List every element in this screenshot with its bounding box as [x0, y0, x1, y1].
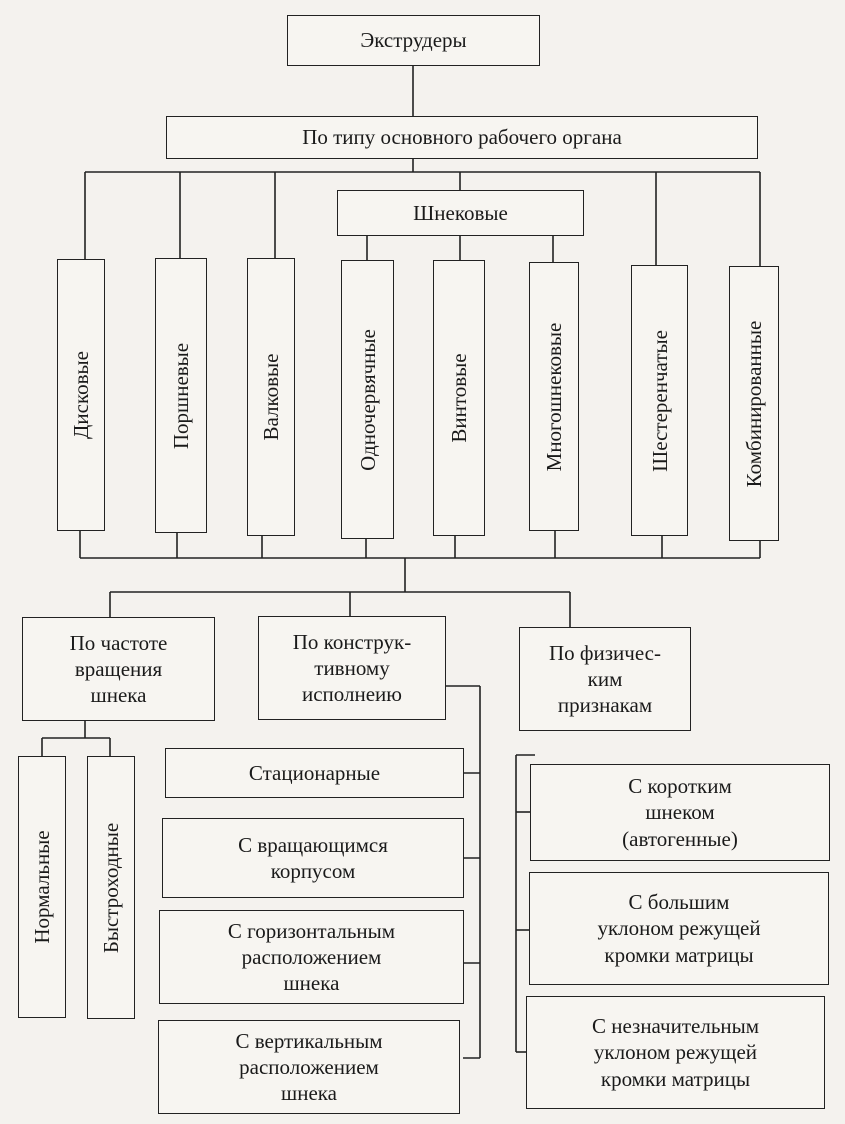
- root-label: Экструдеры: [360, 28, 467, 53]
- physical-item-label: С коротким шнеком (автогенные): [622, 774, 738, 851]
- type-node-multi-screw: Многошнековые: [529, 262, 579, 531]
- design-item-label: Стационарные: [248, 760, 381, 785]
- design-item-label: С вертикальным расположением шнека: [235, 1028, 383, 1106]
- design-item-label: С вращающимся корпусом: [238, 832, 388, 883]
- design-item-horizontal: С горизонтальным расположением шнека: [159, 910, 464, 1004]
- physical-title: По физичес- ким признакам: [548, 640, 661, 718]
- level1-node: По типу основного рабочего органа: [166, 116, 758, 159]
- rotation-title: По частоте вращения шнека: [69, 630, 168, 708]
- rotation-item-label: Быстроходные: [98, 822, 123, 953]
- physical-item-small-slope: С незначительным уклоном режущей кромки …: [526, 996, 825, 1109]
- physical-item-label: С незначительным уклоном режущей кромки …: [591, 1014, 760, 1091]
- physical-node: По физичес- ким признакам: [519, 627, 691, 731]
- design-title: По конструк- тивному исполнеию: [292, 629, 412, 707]
- type-label: Многошнековые: [541, 322, 566, 471]
- screw-group-node: Шнековые: [337, 190, 584, 236]
- design-node: По конструк- тивному исполнеию: [258, 616, 446, 720]
- type-label: Поршневые: [168, 342, 193, 449]
- screw-group-label: Шнековые: [413, 200, 508, 225]
- type-label: Комбинированные: [741, 320, 766, 487]
- physical-item-large-slope: С большим уклоном режущей кромки матрицы: [529, 872, 829, 985]
- type-node-roller: Валковые: [247, 258, 295, 536]
- type-node-single-screw: Одночервячные: [341, 260, 394, 539]
- rotation-item-normal: Нормальные: [18, 756, 66, 1018]
- type-node-disc: Дисковые: [57, 259, 105, 531]
- type-label: Винтовые: [446, 353, 471, 443]
- rotation-node: По частоте вращения шнека: [22, 617, 215, 721]
- rotation-item-label: Нормальные: [29, 830, 54, 944]
- root-node: Экструдеры: [287, 15, 540, 66]
- rotation-item-highspeed: Быстроходные: [87, 756, 135, 1019]
- level1-label: По типу основного рабочего органа: [302, 125, 622, 150]
- design-item-label: С горизонтальным расположением шнека: [227, 918, 396, 996]
- physical-item-short-screw: С коротким шнеком (автогенные): [530, 764, 830, 861]
- type-node-piston: Поршневые: [155, 258, 207, 533]
- physical-item-label: С большим уклоном режущей кромки матрицы: [597, 890, 761, 967]
- type-node-helical: Винтовые: [433, 260, 485, 536]
- type-node-gear: Шестеренчатые: [631, 265, 688, 536]
- design-item-rotating-body: С вращающимся корпусом: [162, 818, 464, 898]
- type-label: Дисковые: [68, 351, 93, 439]
- type-label: Шестеренчатые: [647, 329, 672, 472]
- type-label: Одночервячные: [355, 328, 380, 471]
- type-node-combined: Комбинированные: [729, 266, 779, 541]
- design-item-stationary: Стационарные: [165, 748, 464, 798]
- type-label: Валковые: [258, 353, 283, 441]
- design-item-vertical: С вертикальным расположением шнека: [158, 1020, 460, 1114]
